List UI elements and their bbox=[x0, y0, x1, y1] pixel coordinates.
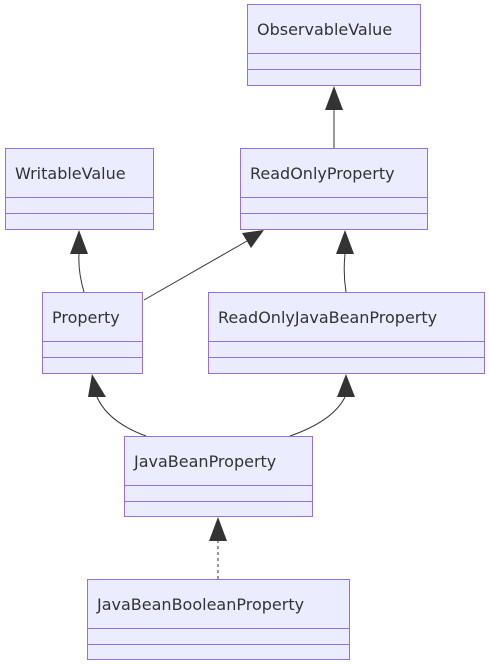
class-java-bean-property: JavaBeanProperty bbox=[124, 436, 313, 517]
inheritance-arrowhead bbox=[336, 230, 354, 254]
class-read-only-java-bean-property: ReadOnlyJavaBeanProperty bbox=[208, 292, 485, 374]
class-attributes-section bbox=[88, 629, 349, 645]
class-methods-section bbox=[125, 502, 312, 514]
class-name: JavaBeanBooleanProperty bbox=[88, 580, 349, 629]
edge-javabeanproperty-to-readonlyjavabeanproperty bbox=[289, 396, 346, 437]
edge-property-to-readonlyproperty bbox=[143, 240, 248, 301]
class-name: ObservableValue bbox=[248, 5, 420, 54]
class-java-bean-boolean-property: JavaBeanBooleanProperty bbox=[87, 579, 350, 660]
realization-arrowhead bbox=[209, 517, 227, 541]
inheritance-arrowhead bbox=[337, 374, 355, 397]
class-methods-section bbox=[43, 358, 142, 370]
class-name: WritableValue bbox=[6, 149, 153, 198]
class-attributes-section bbox=[125, 486, 312, 502]
inheritance-arrowhead bbox=[88, 374, 106, 397]
class-attributes-section bbox=[241, 198, 427, 214]
class-writable-value: WritableValue bbox=[5, 148, 154, 230]
inheritance-arrowhead bbox=[242, 230, 264, 248]
class-methods-section bbox=[209, 358, 484, 370]
class-methods-section bbox=[248, 70, 420, 82]
class-read-only-property: ReadOnlyProperty bbox=[240, 148, 428, 230]
class-name: ReadOnlyProperty bbox=[241, 149, 427, 198]
class-observable-value: ObservableValue bbox=[247, 4, 421, 86]
inheritance-arrowhead bbox=[325, 86, 343, 110]
class-name: JavaBeanProperty bbox=[125, 437, 312, 486]
class-attributes-section bbox=[43, 342, 142, 358]
class-attributes-section bbox=[248, 54, 420, 70]
class-name: ReadOnlyJavaBeanProperty bbox=[209, 293, 484, 342]
class-name: Property bbox=[43, 293, 142, 342]
class-attributes-section bbox=[209, 342, 484, 358]
edge-readonlyjavabeanproperty-to-readonlyproperty bbox=[343, 253, 347, 293]
class-methods-section bbox=[6, 214, 153, 226]
class-attributes-section bbox=[6, 198, 153, 214]
class-methods-section bbox=[88, 645, 349, 657]
edge-javabeanproperty-to-property bbox=[96, 396, 147, 437]
inheritance-arrowhead bbox=[70, 230, 88, 254]
class-methods-section bbox=[241, 214, 427, 226]
class-property: Property bbox=[42, 292, 143, 374]
edge-property-to-writablevalue bbox=[78, 253, 85, 293]
